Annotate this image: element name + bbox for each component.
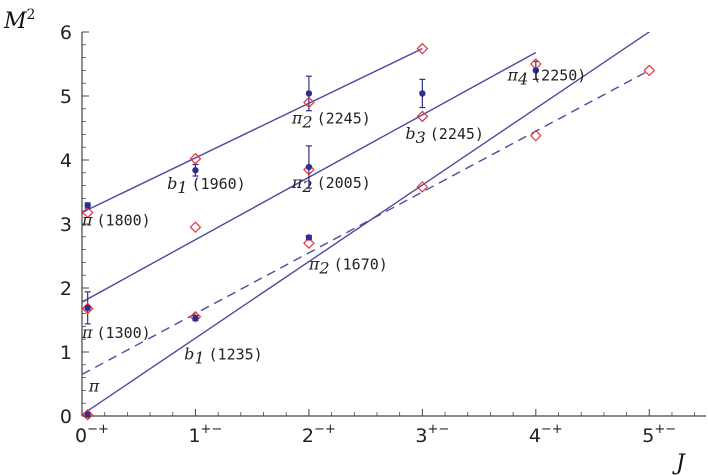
model-diamond bbox=[189, 310, 202, 323]
model-diamond bbox=[81, 408, 94, 421]
experiment-dot bbox=[84, 202, 91, 209]
y-tick-label: 0 bbox=[60, 406, 72, 428]
state-label: π2(1670) bbox=[308, 254, 388, 277]
dashed-trajectory bbox=[82, 69, 650, 376]
state-label: π2(2245) bbox=[291, 109, 371, 132]
y-tick-label: 4 bbox=[60, 150, 72, 172]
x-tick-label: 1+− bbox=[188, 422, 222, 447]
state-labels: π(1800) b1(1960) π2(2245) b3(2245) π4(2250) π… bbox=[81, 66, 586, 396]
state-label: π2(2005) bbox=[291, 173, 371, 196]
axis-ticks: 0 1 2 3 4 5 6 0−+ 1+− 2−+ 3+− 4−+ 5+− bbox=[60, 22, 696, 447]
model-diamond bbox=[643, 64, 656, 77]
y-tick-label: 1 bbox=[60, 342, 72, 364]
x-tick-label: 0−+ bbox=[75, 422, 109, 447]
model-points bbox=[81, 42, 656, 421]
model-diamond bbox=[416, 42, 429, 55]
model-diamond bbox=[81, 302, 94, 315]
experiment-dot bbox=[532, 67, 540, 74]
x-tick-label: 4−+ bbox=[529, 422, 563, 447]
model-diamond bbox=[416, 181, 429, 193]
y-tick-label: 6 bbox=[60, 22, 72, 44]
y-tick-label: 2 bbox=[60, 278, 72, 300]
state-label: π(1800) bbox=[81, 210, 151, 229]
experiment-dot bbox=[84, 304, 91, 312]
model-diamond bbox=[303, 96, 315, 109]
state-label: b1(1235) bbox=[184, 345, 263, 368]
y-tick-label: 5 bbox=[60, 86, 72, 108]
state-label: π4(2250) bbox=[506, 66, 586, 89]
experiment-dot bbox=[419, 90, 426, 97]
experiment-dot bbox=[192, 167, 199, 174]
experiment-dot bbox=[192, 314, 199, 322]
model-diamond bbox=[303, 163, 315, 176]
x-tick-label: 2−+ bbox=[302, 422, 336, 447]
experiment-dot bbox=[305, 90, 313, 97]
experiment-points bbox=[84, 67, 540, 418]
model-diamond bbox=[303, 237, 315, 250]
model-diamond bbox=[189, 221, 202, 234]
state-label: π(1300) bbox=[81, 323, 151, 342]
x-tick-label: 3+− bbox=[415, 422, 449, 447]
model-diamond bbox=[189, 152, 202, 165]
experiment-dot bbox=[84, 411, 91, 418]
experiment-dot bbox=[305, 163, 313, 171]
experiment-dot bbox=[305, 234, 313, 241]
state-label: b1(1960) bbox=[167, 174, 246, 197]
x-axis-title: J bbox=[672, 451, 686, 475]
model-diamond bbox=[529, 129, 542, 142]
state-label: π bbox=[88, 377, 100, 396]
y-tick-label: 3 bbox=[60, 214, 72, 236]
state-label: b3(2245) bbox=[405, 124, 484, 147]
trajectory-lines bbox=[82, 32, 651, 416]
solid-trajectory bbox=[82, 48, 423, 214]
model-diamond bbox=[416, 110, 429, 123]
x-tick-label: 5+− bbox=[642, 422, 676, 447]
solid-trajectory bbox=[82, 32, 651, 416]
y-axis-title: M2 bbox=[3, 7, 35, 34]
